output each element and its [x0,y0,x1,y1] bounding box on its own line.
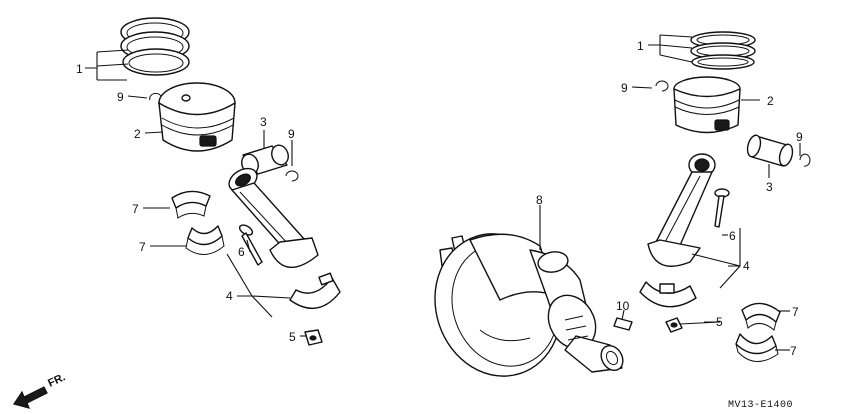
callout-9-left-b: 9 [288,127,295,141]
connecting-rod-right [647,153,716,267]
piston-rings-right [690,31,756,70]
bearing-left-upper [171,190,211,219]
callout-2-left: 2 [134,127,141,141]
callout-4-right: 4 [743,259,750,273]
bearing-right-upper [741,302,781,331]
pin-clip-right-side [799,153,811,167]
callout-5-left: 5 [289,330,296,344]
bolt-right [714,188,730,228]
callout-9-left: 9 [117,90,124,104]
connecting-rod-left [228,167,319,269]
piston-rings-left [120,17,190,76]
bearing-right-lower [735,333,779,362]
rod-cap-left [289,272,341,309]
leaders-left [85,49,307,337]
callout-1-right: 1 [637,39,644,53]
callout-4-left: 4 [226,289,233,303]
nut-right [665,317,683,333]
fr-label: FR. [46,371,67,389]
callout-8: 8 [536,193,543,207]
callout-7-left-a: 7 [132,202,139,216]
callout-10: 10 [616,299,630,313]
front-direction-arrow [13,386,48,409]
pin-clip-right-top [655,80,669,92]
pin-clip-left-right [285,170,299,182]
callout-3-left: 3 [260,115,267,129]
leaders-right [539,34,801,351]
callout-1-left: 1 [76,62,83,76]
crankshaft [434,233,624,377]
callout-7-right-b: 7 [790,344,797,358]
piston-right [673,76,741,134]
rod-cap-right [639,281,697,308]
piston-pin-right [746,134,794,167]
callout-9-right: 9 [621,81,628,95]
bearing-left-lower [185,225,225,255]
callout-2-right: 2 [767,94,774,108]
callout-7-left-b: 7 [139,240,146,254]
piston-left [158,82,236,152]
key [613,317,633,331]
callout-7-right-a: 7 [792,305,799,319]
callout-9-right-b: 9 [796,130,803,144]
nut-left [304,329,323,346]
callout-6-right: 6 [729,229,736,243]
callout-6-left: 6 [238,245,245,259]
callout-3-right: 3 [766,180,773,194]
diagram-code: MV13-E1400 [728,400,793,411]
piston-pin-left [241,144,289,175]
callout-5-right: 5 [716,315,723,329]
